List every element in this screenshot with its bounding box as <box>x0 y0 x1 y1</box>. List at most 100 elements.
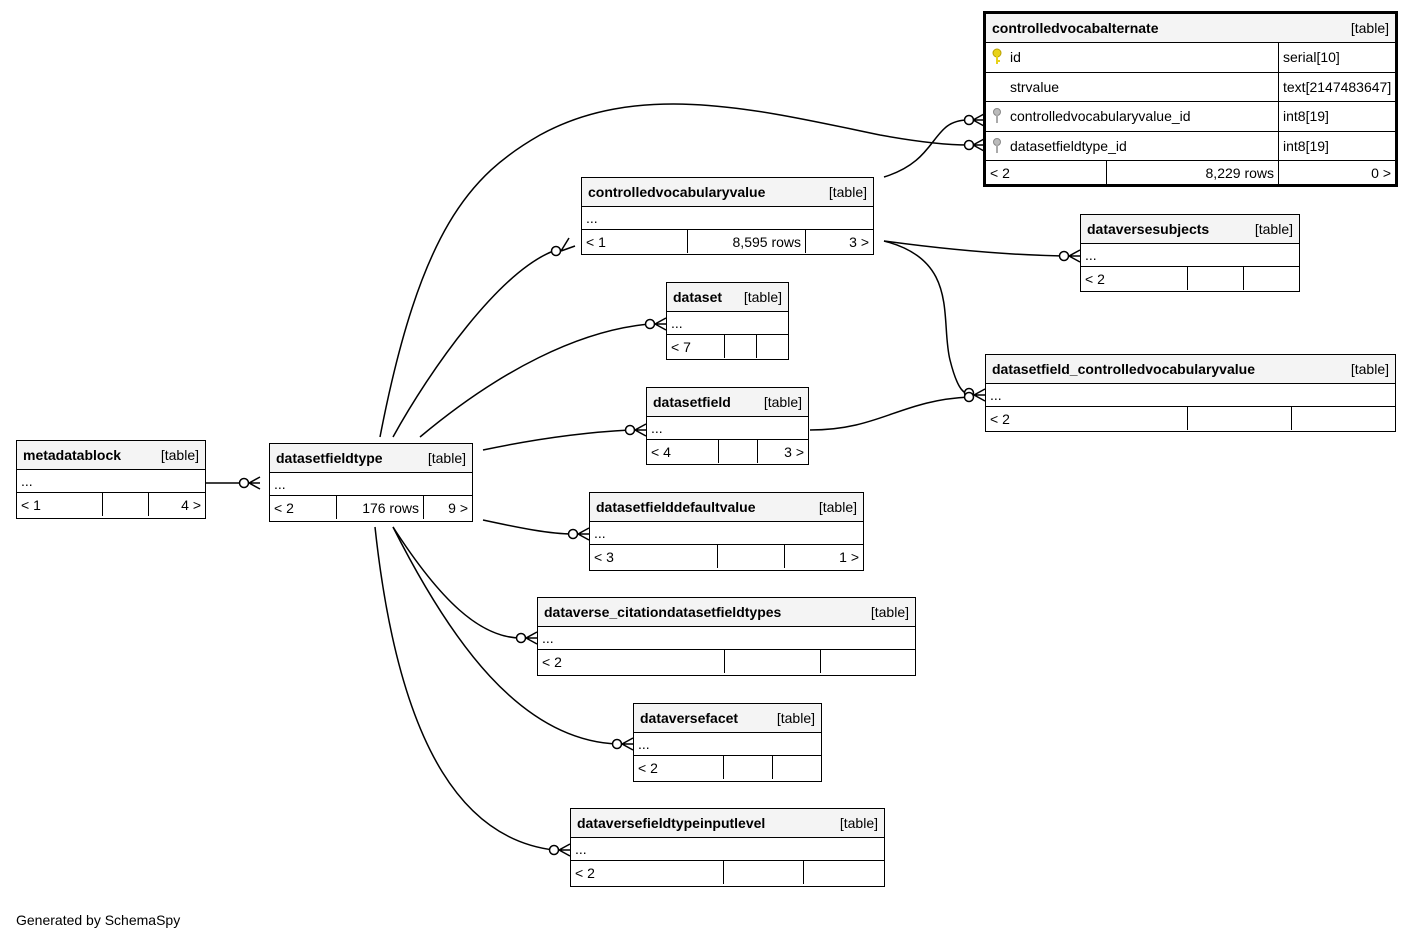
columns-ellipsis: ... <box>1085 247 1097 263</box>
table-name[interactable]: dataversefacet <box>640 710 739 726</box>
table-body: ... <box>571 838 884 861</box>
table-stats-row: < 2 8,229 rows 0 > <box>986 161 1395 184</box>
edge-endpoint-circle <box>1058 250 1070 262</box>
table-name[interactable]: datasetfieldtype <box>276 450 383 466</box>
row-count <box>1188 267 1244 290</box>
children-count[interactable]: 0 > <box>1371 164 1391 181</box>
table-header: controlledvocabularyvalue [table] <box>582 178 873 207</box>
table-dataset[interactable]: dataset [table] ... < 7 <box>666 282 789 360</box>
edge-datasetfieldtype-dataset <box>419 323 651 438</box>
foreign-key-icon <box>990 107 1004 125</box>
table-name[interactable]: datasetfielddefaultvalue <box>596 499 756 515</box>
table-name[interactable]: dataverse_citationdatasetfieldtypes <box>544 604 782 620</box>
row-count <box>1188 407 1292 430</box>
edge-datasetfieldtype-citationtypes <box>392 526 522 639</box>
parents-count[interactable]: < 1 <box>17 493 103 516</box>
table-dataversefieldtypeinputlevel[interactable]: dataversefieldtypeinputlevel [table] ...… <box>570 808 885 887</box>
columns-ellipsis: ... <box>990 387 1002 403</box>
parents-count[interactable]: < 2 <box>270 496 337 519</box>
children-count[interactable] <box>773 756 821 779</box>
table-stats-row: < 1 4 > <box>17 493 205 516</box>
columns-ellipsis: ... <box>575 841 587 857</box>
table-stats-row: < 7 <box>667 335 788 358</box>
children-count[interactable] <box>1244 267 1299 290</box>
columns-ellipsis: ... <box>594 525 606 541</box>
table-stats-row: < 3 1 > <box>590 545 863 568</box>
children-count[interactable] <box>821 650 915 673</box>
crowfoot-mark <box>621 737 634 751</box>
column-name[interactable]: controlledvocabularyvalue_id <box>1010 108 1191 125</box>
table-header: dataversefacet [table] <box>634 704 821 733</box>
edge-datasetfieldtype-controlledvocabalternate <box>379 103 969 438</box>
table-datasetfielddefaultvalue[interactable]: datasetfielddefaultvalue [table] ... < 3… <box>589 492 864 571</box>
crowfoot-mark <box>654 317 667 331</box>
column-type: int8[19] <box>1283 108 1329 125</box>
table-name[interactable]: controlledvocabalternate <box>992 20 1159 36</box>
table-header: datasetfield [table] <box>647 388 808 417</box>
primary-key-icon <box>990 48 1004 66</box>
table-name[interactable]: controlledvocabularyvalue <box>588 184 766 200</box>
edge-datasetfieldtype-datasetfielddefaultvalue <box>482 519 574 535</box>
row-count <box>725 335 757 358</box>
children-count[interactable]: 4 > <box>181 496 201 513</box>
table-stats-row: < 2 <box>634 756 821 779</box>
table-name[interactable]: dataversesubjects <box>1087 221 1210 237</box>
parents-count[interactable]: < 2 <box>986 407 1188 430</box>
table-name[interactable]: dataset <box>673 289 723 305</box>
table-kind: [table] <box>776 710 815 726</box>
children-count[interactable] <box>757 335 788 358</box>
children-count[interactable]: 3 > <box>849 233 869 250</box>
crowfoot-mark <box>558 843 571 857</box>
table-header: datasetfield_controlledvocabularyvalue [… <box>986 355 1395 384</box>
crowfoot-mark <box>634 423 647 437</box>
table-name[interactable]: metadatablock <box>23 447 122 463</box>
table-kind: [table] <box>743 289 782 305</box>
parents-count[interactable]: < 4 <box>647 440 719 463</box>
parents-count[interactable]: < 3 <box>590 545 718 568</box>
table-controlledvocabalternate[interactable]: controlledvocabalternate [table] id seri… <box>983 11 1398 187</box>
parents-count[interactable]: < 2 <box>1081 267 1188 290</box>
parents-count[interactable]: < 1 <box>582 230 688 253</box>
edge-cvv-datasetfield-cvv <box>883 240 971 395</box>
column-type: serial[10] <box>1283 49 1340 66</box>
column-name[interactable]: id <box>1010 49 1021 66</box>
table-name[interactable]: datasetfield_controlledvocabularyvalue <box>992 361 1255 377</box>
table-controlledvocabularyvalue[interactable]: controlledvocabularyvalue [table] ... < … <box>581 177 874 255</box>
crowfoot-mark <box>577 527 590 541</box>
children-count[interactable]: 9 > <box>448 499 468 516</box>
parents-count[interactable]: < 2 <box>571 861 724 884</box>
edge-endpoint-circle <box>611 738 623 750</box>
table-header: dataversesubjects [table] <box>1081 215 1299 244</box>
children-count[interactable]: 3 > <box>784 443 804 460</box>
column-name[interactable]: strvalue <box>1010 78 1060 95</box>
children-count[interactable] <box>804 861 884 884</box>
table-metadatablock[interactable]: metadatablock [table] ... < 1 4 > <box>16 440 206 519</box>
table-header: dataset [table] <box>667 283 788 312</box>
edge-endpoint-circle <box>963 114 975 126</box>
table-datasetfield[interactable]: datasetfield [table] ... < 4 3 > <box>646 387 809 465</box>
parents-count[interactable]: < 2 <box>538 650 725 673</box>
column-name[interactable]: datasetfieldtype_id <box>1010 137 1127 154</box>
column-type: text[2147483647] <box>1283 78 1392 95</box>
edge-datasetfield-datasetfield-cvv <box>809 396 971 431</box>
children-count[interactable]: 1 > <box>839 548 859 565</box>
parents-count[interactable]: < 2 <box>986 161 1107 184</box>
table-dataversesubjects[interactable]: dataversesubjects [table] ... < 2 <box>1080 214 1300 292</box>
table-name[interactable]: dataversefieldtypeinputlevel <box>577 815 766 831</box>
table-stats-row: < 2 <box>571 861 884 884</box>
table-datasetfield-controlledvocabularyvalue[interactable]: datasetfield_controlledvocabularyvalue [… <box>985 354 1396 432</box>
edge-endpoint-circle <box>963 391 975 403</box>
crowfoot-mark <box>972 113 985 127</box>
crowfoot-mark <box>1068 249 1081 263</box>
children-count[interactable] <box>1292 407 1395 430</box>
table-dataverse-citationdatasetfieldtypes[interactable]: dataverse_citationdatasetfieldtypes [tab… <box>537 597 916 676</box>
table-dataversefacet[interactable]: dataversefacet [table] ... < 2 <box>633 703 822 782</box>
parents-count[interactable]: < 2 <box>634 756 724 779</box>
row-count <box>719 440 758 463</box>
table-kind: [table] <box>427 450 466 466</box>
table-name[interactable]: datasetfield <box>653 394 731 410</box>
table-datasetfieldtype[interactable]: datasetfieldtype [table] ... < 2 176 row… <box>269 443 473 522</box>
table-header: datasetfielddefaultvalue [table] <box>590 493 863 522</box>
row-count <box>724 756 773 779</box>
parents-count[interactable]: < 7 <box>667 335 725 358</box>
